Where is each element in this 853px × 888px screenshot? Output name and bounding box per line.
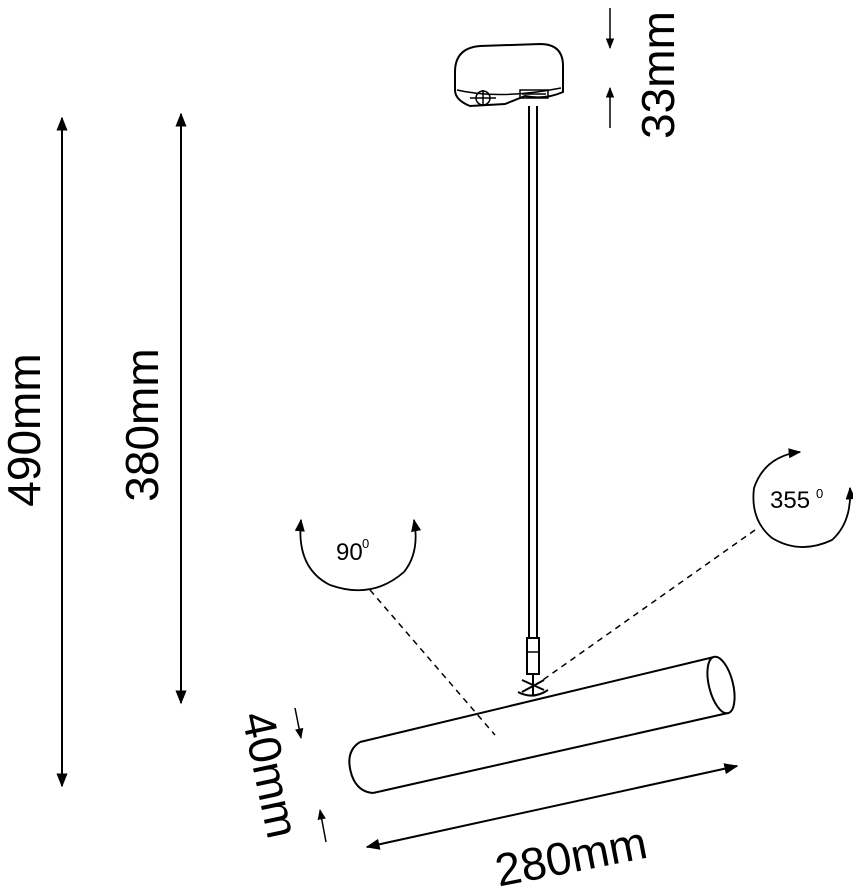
suspension-rod bbox=[517, 106, 549, 697]
tube-length-label: 280mm bbox=[491, 816, 651, 888]
total-height-label: 490mm bbox=[0, 353, 50, 506]
tube-diameter-dimension: 40mm bbox=[232, 707, 327, 843]
adapter-clip-icon bbox=[470, 89, 549, 106]
adapter-height-label: 33mm bbox=[632, 11, 684, 139]
tube-length-dimension: 280mm bbox=[365, 763, 739, 888]
adapter-height-dimension: 33mm bbox=[605, 8, 684, 139]
tilt-angle-value: 90 bbox=[336, 539, 363, 566]
total-height-dimension: 490mm bbox=[0, 116, 68, 788]
tube-diameter-label: 40mm bbox=[232, 707, 309, 843]
joint-icon bbox=[517, 674, 549, 697]
tilt-angle-unit: 0 bbox=[362, 536, 369, 551]
lamp-tube bbox=[348, 655, 736, 794]
rotation-angle-unit: 0 bbox=[816, 486, 823, 501]
track-adapter bbox=[454, 42, 564, 108]
rotation-angle-indicator: 355 0 bbox=[539, 448, 853, 683]
tilt-angle-indicator: 90 0 bbox=[294, 518, 496, 736]
rod-height-dimension: 380mm bbox=[116, 112, 187, 705]
rotation-angle-value: 355 bbox=[770, 487, 810, 514]
rod-height-label: 380mm bbox=[116, 348, 168, 501]
